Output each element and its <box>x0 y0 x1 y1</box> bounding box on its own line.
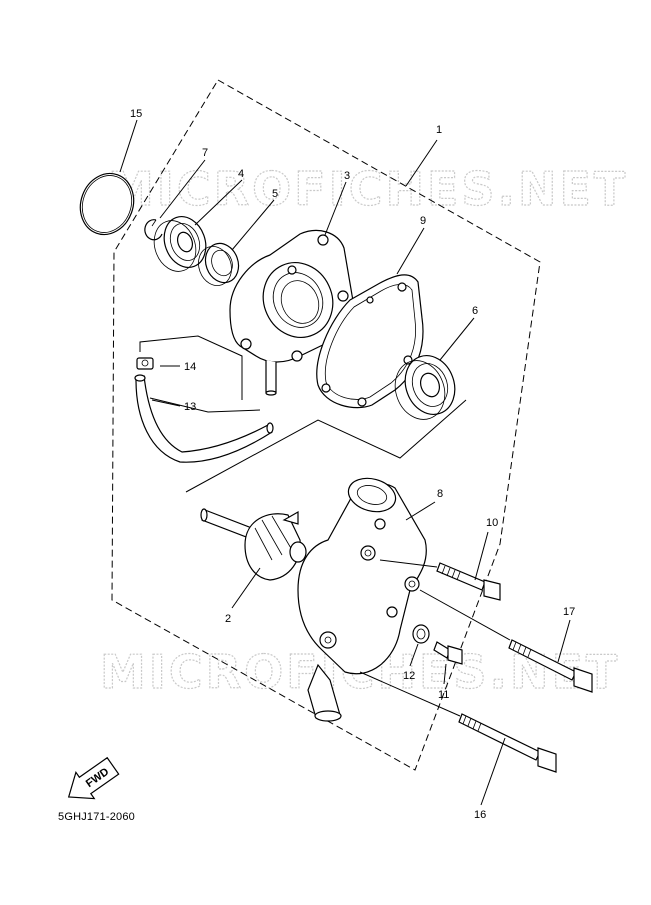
bearing-lower <box>394 355 456 420</box>
callout-12: 12 <box>403 670 415 682</box>
callout-4: 4 <box>238 168 244 180</box>
breather-hose <box>134 374 274 463</box>
pump-cover <box>297 477 427 722</box>
gasket <box>316 274 424 409</box>
callout-17: 17 <box>563 606 575 618</box>
callout-1: 1 <box>436 124 442 136</box>
bolt-long-lower <box>458 713 557 773</box>
impeller-shaft <box>200 508 307 581</box>
callout-11: 11 <box>438 689 449 701</box>
callout-6: 6 <box>472 305 478 317</box>
copper-washer <box>412 624 430 644</box>
callout-7: 7 <box>202 147 208 159</box>
hose-clamp <box>136 357 154 370</box>
pump-housing <box>229 229 354 396</box>
lower-group-outline <box>185 399 467 493</box>
fwd-arrow-icon: FWD <box>67 756 120 800</box>
bolt-short <box>436 562 501 601</box>
circlip <box>144 219 163 241</box>
o-ring <box>79 172 135 236</box>
guide-line-17 <box>419 589 511 641</box>
callout-2: 2 <box>225 613 231 625</box>
callout-leaders <box>119 119 571 806</box>
hose-group-leader <box>139 335 243 400</box>
guide-line-16 <box>359 671 461 717</box>
callout-15: 15 <box>130 108 142 120</box>
callout-5: 5 <box>272 188 278 200</box>
callout-13: 13 <box>184 401 196 413</box>
callout-14: 14 <box>184 361 196 373</box>
bolt-long-right <box>508 639 593 693</box>
callout-8: 8 <box>437 488 443 500</box>
callout-9: 9 <box>420 215 426 227</box>
hose-leader <box>149 397 261 413</box>
watermark-top: MICROFICHES.NET <box>108 162 628 216</box>
callout-3: 3 <box>344 170 350 182</box>
callout-10: 10 <box>486 517 498 529</box>
drawing-code: 5GHJ171-2060 <box>58 811 135 823</box>
drain-bolt <box>433 641 463 665</box>
callout-16: 16 <box>474 809 486 821</box>
assembly-boundary <box>111 79 541 771</box>
callouts: 1 2 3 4 5 6 7 8 9 10 11 12 13 14 15 16 1… <box>130 108 575 821</box>
bearing <box>153 216 207 272</box>
guide-line-10 <box>379 559 438 568</box>
oil-seal <box>198 242 240 286</box>
